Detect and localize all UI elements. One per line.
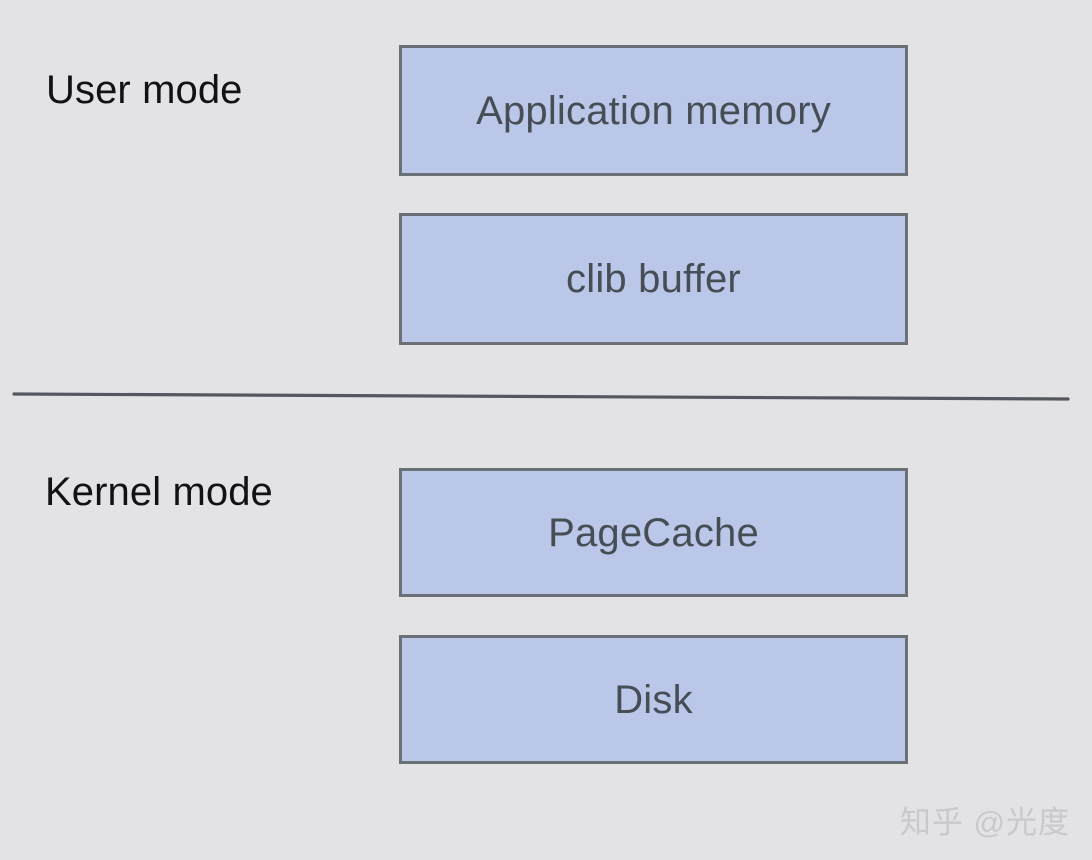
box-label-pagecache: PageCache (548, 510, 759, 555)
box-clib-buffer: clib buffer (399, 213, 908, 345)
box-label-clib-buffer: clib buffer (566, 257, 741, 301)
section-label-kernel-mode: Kernel mode (45, 470, 273, 514)
box-pagecache: PageCache (399, 468, 908, 597)
box-application-memory: Application memory (399, 45, 908, 176)
user-kernel-boundary-line (12, 392, 1070, 401)
watermark: 知乎 @光度 (899, 805, 1070, 840)
box-label-application-memory: Application memory (476, 88, 831, 133)
box-label-disk: Disk (614, 677, 693, 722)
section-label-user-mode: User mode (46, 68, 243, 112)
box-disk: Disk (399, 635, 908, 764)
